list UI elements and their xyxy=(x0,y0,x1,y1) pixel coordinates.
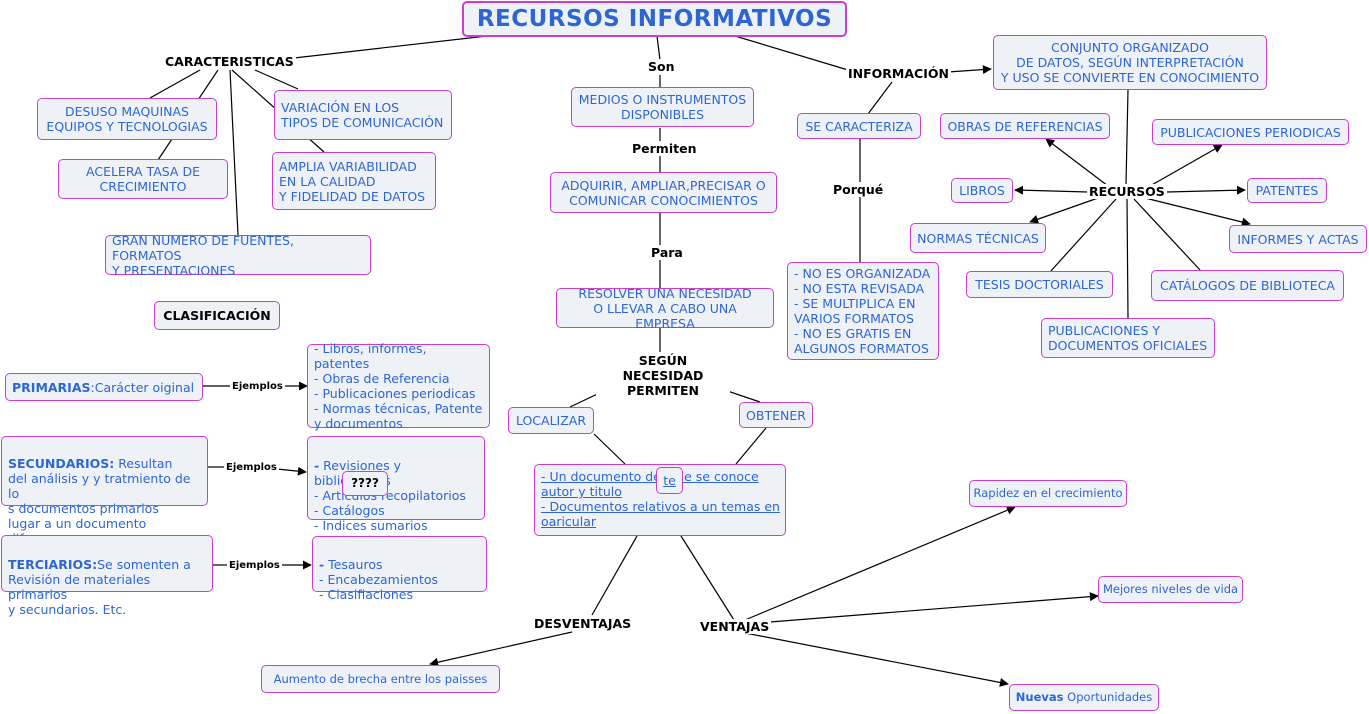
catalogos-node: CATÁLOGOS DE BIBLIOTECA xyxy=(1151,270,1344,301)
link-recursos-oficiales xyxy=(1126,198,1129,319)
desuso-node: DESUSO MAQUINAS EQUIPOS Y TECNOLOGIAS xyxy=(37,98,217,140)
secundarios-examples: Revisiones y bibliografías - Artículos r… xyxy=(314,458,466,548)
normas-tecnicas-node: NORMAS TÉCNICAS xyxy=(910,223,1046,253)
informacion-definition-node: CONJUNTO ORGANIZADO DE DATOS, SEGÚN INTE… xyxy=(993,35,1267,90)
nuevas-node: Nuevas Oportunidades xyxy=(1009,684,1159,711)
map-title: RECURSOS INFORMATIVOS xyxy=(462,1,847,37)
terciarios-ejemplos-label: Ejemplos xyxy=(227,558,282,573)
link-docs-ventajas xyxy=(680,535,735,621)
mejores-node: Mejores niveles de vida xyxy=(1098,576,1243,603)
link-informacion-definition xyxy=(947,65,992,75)
se-caracteriza-node: SE CARACTERIZA xyxy=(797,113,921,139)
primarias-ejemplos-label: Ejemplos xyxy=(230,379,285,394)
terciarios-desc: Se somenten a Revisión de materiales pri… xyxy=(8,557,191,617)
publicaciones-oficiales-node: PUBLICACIONES Y DOCUMENTOS OFICIALES xyxy=(1041,318,1215,358)
primarias-desc: :Carácter oiginal xyxy=(90,379,195,395)
variacion-node: VARIACIÓN EN LOS TIPOS DE COMUNICACIÓN xyxy=(274,90,452,140)
link-ventajas-rapidez xyxy=(744,505,1016,621)
primarias-node: PRIMARIAS:Carácter oiginal xyxy=(5,373,203,401)
segun-necesidad-label: SEGÚN NECESIDAD PERMITEN xyxy=(596,353,730,398)
porque-label: Porqué xyxy=(831,182,886,197)
link-recursos-tesis xyxy=(1049,198,1117,273)
terciarios-examples-node: - Tesauros - Encabezamientos - Clasifiac… xyxy=(312,536,487,602)
permiten-label: Permiten xyxy=(630,141,699,156)
libros-node: LIBROS xyxy=(951,178,1013,203)
link-ventajas-mejores xyxy=(744,592,1099,625)
informacion-label: INFORMACIÓN xyxy=(846,66,951,81)
porque-items-node: - NO ES ORGANIZADA - NO ESTA REVISADA - … xyxy=(787,262,939,360)
link-car-variacion xyxy=(254,69,299,90)
obtener-node: OBTENER xyxy=(739,402,813,428)
secundarios-overlay-note: ???? xyxy=(342,471,388,496)
secundarios-examples-node: - Revisiones y bibliografías - Artículos… xyxy=(307,436,485,548)
secundarios-ex-dash: - xyxy=(314,458,320,473)
obras-referencias-node: OBRAS DE REFERENCIAS xyxy=(940,113,1110,139)
adquirir-node: ADQUIRIR, AMPLIAR,PRECISAR O COMUNICAR C… xyxy=(550,172,777,213)
link-informacion-caracteriza xyxy=(867,81,893,115)
resolver-node: RESOLVER UNA NECESIDAD O LLEVAR A CABO U… xyxy=(556,286,774,331)
informes-actas-node: INFORMES Y ACTAS xyxy=(1229,225,1367,253)
localizar-node: LOCALIZAR xyxy=(508,407,594,434)
link-title-informacion xyxy=(734,35,849,71)
rapidez-node: Rapidez en el crecimiento xyxy=(969,480,1127,507)
documentos-overlay-note: te xyxy=(656,467,683,494)
documentos-line-1: - Un documento del que se conoce xyxy=(541,469,759,484)
amplia-node: AMPLIA VARIABILIDAD EN LA CALIDAD Y FIDE… xyxy=(272,152,436,210)
acelera-node: ACELERA TASA DE CRECIMIENTO xyxy=(58,159,228,199)
gran-numero-node: GRAN NUMERO DE FUENTES, FORMATOS Y PRESE… xyxy=(105,233,371,278)
primarias-name: PRIMARIAS xyxy=(12,379,91,395)
link-car-gran xyxy=(229,69,239,236)
publicaciones-periodicas-node: PUBLICACIONES PERIODICAS xyxy=(1152,119,1349,145)
nuevas-bold: Nuevas xyxy=(1015,690,1064,704)
para-label: Para xyxy=(649,245,685,260)
link-recursos-libros xyxy=(1014,185,1089,195)
link-recursos-periodicas xyxy=(1149,144,1223,187)
nuevas-rest: Oportunidades xyxy=(1063,690,1153,704)
documentos-line-4: oaricular xyxy=(541,514,596,529)
link-title-son xyxy=(656,35,661,61)
link-recursos-informes xyxy=(1144,197,1251,227)
clasificacion-node: CLASIFICACIÓN xyxy=(154,301,280,330)
secundarios-name: SECUNDARIOS: xyxy=(8,456,115,471)
link-definition-recursos xyxy=(1125,89,1129,186)
primarias-examples-node: - Libros, informes, patentes - Obras de … xyxy=(307,341,490,431)
caracteristicas-label: CARACTERISTICAS xyxy=(163,54,296,69)
medios-node: MEDIOS O INSTRUMENTOS DISPONIBLES xyxy=(571,87,754,127)
link-recursos-obras xyxy=(1045,138,1109,187)
link-ejemplos-secundarios-ex xyxy=(276,466,307,476)
link-docs-desventajas xyxy=(591,535,638,616)
terciarios-node: TERCIARIOS:Se somenten a Revisión de mat… xyxy=(1,535,213,617)
ventajas-label: VENTAJAS xyxy=(698,619,772,634)
tesis-doctoriales-node: TESIS DOCTORIALES xyxy=(966,271,1113,298)
secundarios-ejemplos-label: Ejemplos xyxy=(224,460,279,475)
link-desventajas-brecha xyxy=(429,631,573,667)
terciarios-ex-dash: - xyxy=(319,557,325,572)
link-localizar-docs xyxy=(593,433,626,465)
link-recursos-normas xyxy=(1029,197,1099,224)
son-label: Son xyxy=(646,59,677,74)
brecha-node: Aumento de brecha entre los paisses xyxy=(261,665,500,693)
terciarios-examples: Tesauros - Encabezamientos - Clasifiacio… xyxy=(319,557,439,602)
link-car-desuso xyxy=(149,69,201,99)
patentes-node: PATENTES xyxy=(1247,178,1327,203)
secundarios-node: SECUNDARIOS: Resultan del análisis y y t… xyxy=(1,436,208,546)
recursos-label: RECURSOS xyxy=(1087,184,1167,199)
link-title-caracteristicas xyxy=(293,35,488,59)
desventajas-label: DESVENTAJAS xyxy=(532,616,634,631)
link-recursos-patentes xyxy=(1166,185,1246,195)
link-recursos-catalogos xyxy=(1133,198,1201,271)
link-obtener-docs xyxy=(735,427,767,465)
documentos-line-2: autor y titulo xyxy=(541,484,622,499)
documentos-line-3: - Documentos relativos a un temas en xyxy=(541,499,780,514)
link-ventajas-nuevas xyxy=(744,632,1009,687)
terciarios-name: TERCIARIOS: xyxy=(8,557,98,572)
